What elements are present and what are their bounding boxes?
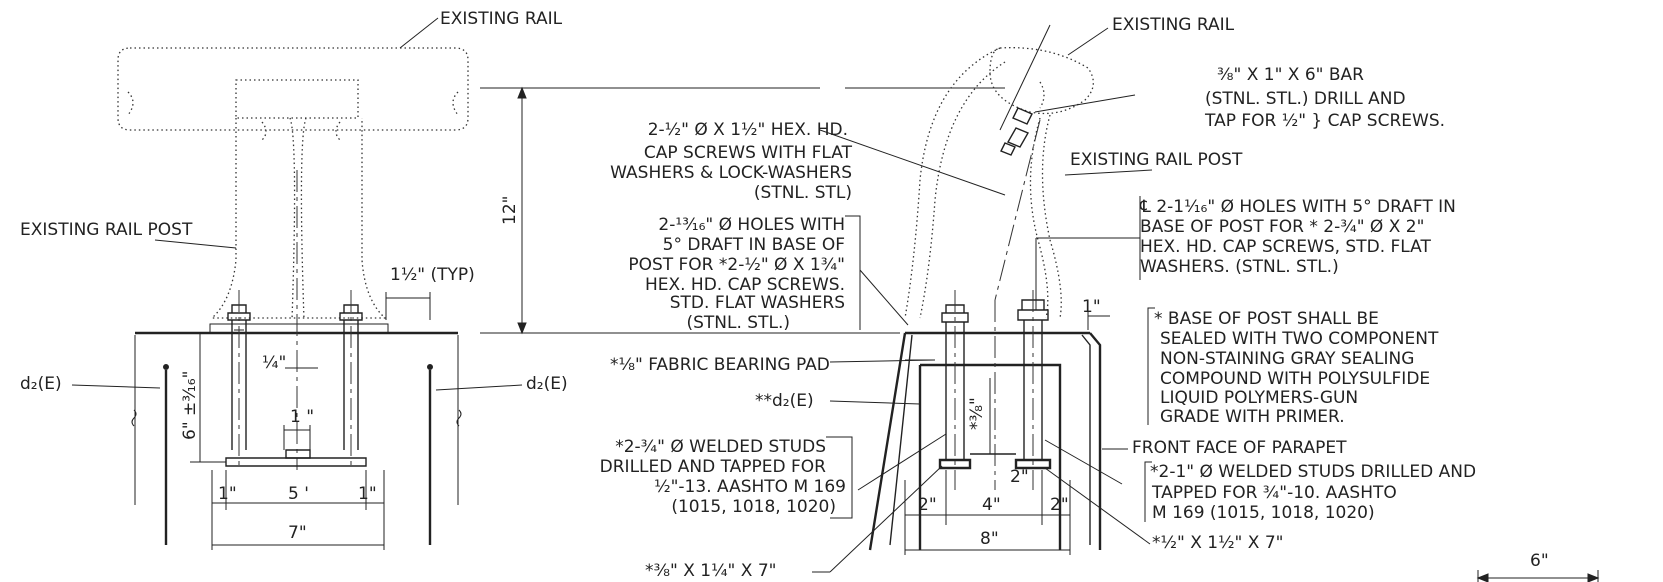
dim-three-eighths: *⅜" (967, 397, 987, 430)
height-dimension-12in: 12" (480, 86, 1005, 335)
note-holes-left-line-2: 5° DRAFT IN BASE OF (663, 235, 845, 255)
note-studs-left-line-3: ½"-13. AASHTO M 169 (654, 477, 846, 497)
left-elevation-view: 6" ±³⁄₁₆" 1" 5 ' 1" 7" ¼" 1 " 1½" (TYP) … (20, 9, 568, 550)
note-cap-screws-line-2: CAP SCREWS WITH FLAT (644, 143, 853, 163)
label-bottom-plate-left: *⅜" X 1¼" X 7" (645, 561, 776, 581)
dim-quarter: ¼" (262, 353, 286, 373)
label-front-face: FRONT FACE OF PARAPET (1132, 438, 1347, 458)
note-holes-left-line-3: POST FOR *2-½" Ø X 1¾" (628, 255, 845, 275)
note-cap-screws: 2-½" Ø X 1½" HEX. HD. CAP SCREWS WITH FL… (610, 120, 852, 203)
note-holes-left-line-5: STD. FLAT WASHERS (670, 293, 845, 313)
dim-right-2c: 2" (1050, 495, 1069, 515)
note-bar: ⅜" X 1" X 6" BAR (STNL. STL.) DRILL AND … (1204, 65, 1445, 131)
left-bolt-1 (227, 304, 251, 450)
left-existing-post-outline (210, 118, 387, 319)
note-seal-line-1: * BASE OF POST SHALL BE (1154, 309, 1379, 329)
left-bolt-2 (339, 304, 363, 450)
note-studs-left-line-4: (1015, 1018, 1020) (671, 497, 836, 517)
label-d2e-starred: **d₂(E) (755, 391, 814, 411)
note-holes-right-line-1: ℄ 2-1¹⁄₁₆" Ø HOLES WITH 5° DRAFT IN (1139, 197, 1456, 217)
right-bar-bolt (1000, 107, 1033, 156)
label-fabric-pad: *⅛" FABRIC BEARING PAD (610, 355, 830, 375)
note-bar-line-1: ⅜" X 1" X 6" BAR (1217, 65, 1364, 85)
note-seal-line-2: SEALED WITH TWO COMPONENT (1160, 329, 1439, 349)
dim-12in-text: 12" (500, 196, 520, 225)
label-existing-rail-left: EXISTING RAIL (440, 9, 563, 29)
note-holes-left-line-6: (STNL. STL.) (687, 313, 791, 333)
note-holes-right-line-3: HEX. HD. CAP SCREWS, STD. FLAT (1140, 237, 1431, 257)
note-bar-line-2: (STNL. STL.) DRILL AND (1205, 89, 1406, 109)
label-d2e-left: d₂(E) (20, 374, 62, 394)
note-cap-screws-line-1: 2-½" Ø X 1½" HEX. HD. (648, 120, 848, 140)
note-seal-line-6: GRADE WITH PRIMER. (1160, 407, 1345, 427)
dim-left-1a: 1" (218, 484, 237, 504)
left-dim-6in: 6" ±³⁄₁₆" (180, 332, 226, 463)
note-cap-screws-line-3: WASHERS & LOCK-WASHERS (610, 163, 852, 183)
label-existing-rail-post-left: EXISTING RAIL POST (20, 220, 193, 240)
right-existing-rail-outline (989, 47, 1094, 115)
left-existing-rail-outline (117, 47, 469, 131)
dim-right-2a: 2" (918, 495, 937, 515)
note-holes-left-line-4: HEX. HD. CAP SCREWS. (645, 275, 845, 295)
dim-scale-6: 6" (1530, 551, 1549, 571)
note-studs-right: *2-1" Ø WELDED STUDS DRILLED AND TAPPED … (1144, 461, 1476, 523)
note-seal-line-4: COMPOUND WITH POLYSULFIDE (1160, 369, 1430, 389)
dim-typ: 1½" (TYP) (390, 265, 475, 285)
right-section-view: *⅜" 2" 4" 2" 2" 8" 1" EXISTING RAIL EXIS… (610, 15, 1347, 581)
dim-one-inch-center: 1 " (290, 407, 314, 427)
note-studs-left-line-2: DRILLED AND TAPPED FOR (600, 457, 827, 477)
note-studs-right-line-2: TAPPED FOR ¾"-10. AASHTO (1151, 483, 1397, 503)
dim-right-2b: 2" (1010, 467, 1029, 487)
dim-left-7: 7" (288, 523, 307, 543)
dim-left-5: 5 ' (288, 484, 309, 504)
dim-right-8: 8" (980, 529, 999, 549)
right-bolt-2 (1014, 299, 1052, 470)
label-existing-rail-post-right: EXISTING RAIL POST (1070, 150, 1243, 170)
note-studs-left-line-1: *2-¾" Ø WELDED STUDS (615, 437, 826, 457)
dim-right-1: 1" (1082, 297, 1101, 317)
dim-6in-text: 6" ±³⁄₁₆" (180, 371, 200, 440)
dim-right-4: 4" (982, 495, 1001, 515)
note-cap-screws-line-4: (STNL. STL) (754, 183, 852, 203)
note-studs-right-line-3: M 169 (1015, 1018, 1020) (1152, 503, 1375, 523)
note-seal-line-3: NON-STAINING GRAY SEALING (1160, 349, 1414, 369)
right-bolt-1 (938, 304, 972, 470)
note-seal: * BASE OF POST SHALL BE SEALED WITH TWO … (1147, 307, 1439, 427)
note-seal-line-5: LIQUID POLYMERS-GUN (1160, 388, 1358, 408)
note-holes-right-line-2: BASE OF POST FOR * 2-¾" Ø X 2" (1140, 217, 1424, 237)
note-holes-left-line-1: 2-¹³⁄₁₆" Ø HOLES WITH (658, 215, 845, 235)
scale-bar: 6" (1476, 551, 1600, 582)
note-holes-right: ℄ 2-1¹⁄₁₆" Ø HOLES WITH 5° DRAFT IN BASE… (1139, 196, 1456, 280)
dim-left-1b: 1" (358, 484, 377, 504)
label-bottom-plate-right: *½" X 1½" X 7" (1152, 533, 1283, 553)
label-d2e-right: d₂(E) (526, 374, 568, 394)
label-existing-rail-right: EXISTING RAIL (1112, 15, 1235, 35)
note-holes-left: 2-¹³⁄₁₆" Ø HOLES WITH 5° DRAFT IN BASE O… (628, 215, 861, 333)
note-studs-left: *2-¾" Ø WELDED STUDS DRILLED AND TAPPED … (600, 436, 853, 519)
note-studs-right-line-1: *2-1" Ø WELDED STUDS DRILLED AND (1150, 462, 1476, 482)
note-holes-right-line-4: WASHERS. (STNL. STL.) (1140, 257, 1339, 277)
note-bar-line-3: TAP FOR ½" } CAP SCREWS. (1204, 111, 1445, 131)
